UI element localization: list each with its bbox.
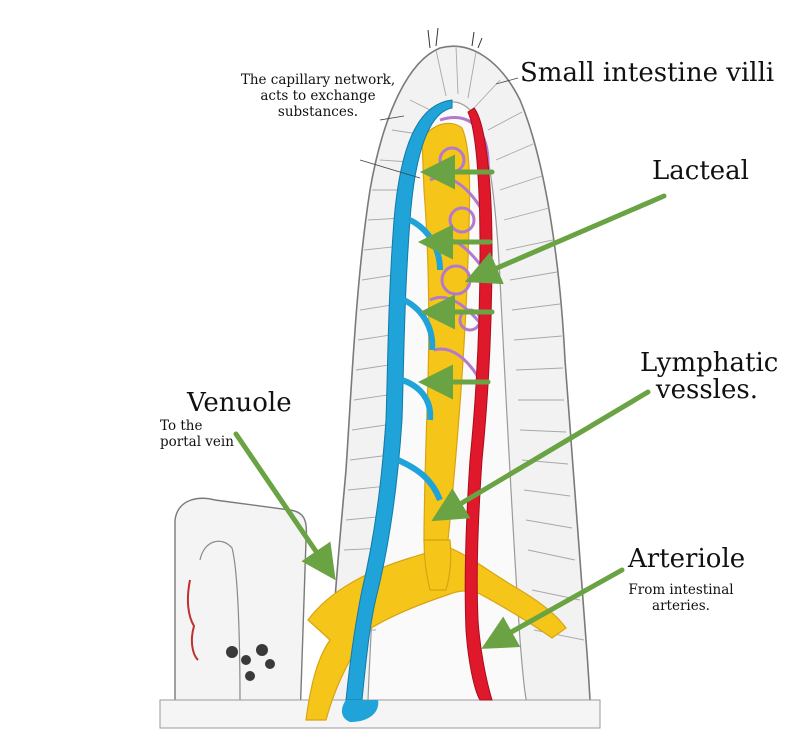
arteriole-arrow <box>481 567 625 649</box>
lymphatic-label: Lymphatic vessles. <box>640 348 779 406</box>
crypt-lumen <box>199 540 241 701</box>
crypt-capillary <box>186 579 199 661</box>
arteriole-note: From intestinal arteries. <box>628 582 734 615</box>
lymphatic-arrow <box>431 389 651 522</box>
venule-lower <box>341 700 379 722</box>
submucosa <box>159 699 601 729</box>
microvilli <box>427 27 483 49</box>
lacteal-label: Lacteal <box>652 156 749 186</box>
venuole-note: To the portal vein <box>160 418 234 451</box>
title-label: Small intestine villi <box>520 58 775 88</box>
green-arrows <box>233 154 667 649</box>
venuole-arrow <box>233 431 336 581</box>
pointer-lines <box>359 77 519 179</box>
capillary-network-note: The capillary network, acts to exchange … <box>240 72 396 121</box>
lacteal-arrow <box>464 193 667 285</box>
cell-nuclei <box>226 644 275 681</box>
venuole-label: Venuole <box>187 388 292 418</box>
arteriole-label: Arteriole <box>628 544 746 574</box>
neighbouring-villus <box>174 497 308 721</box>
